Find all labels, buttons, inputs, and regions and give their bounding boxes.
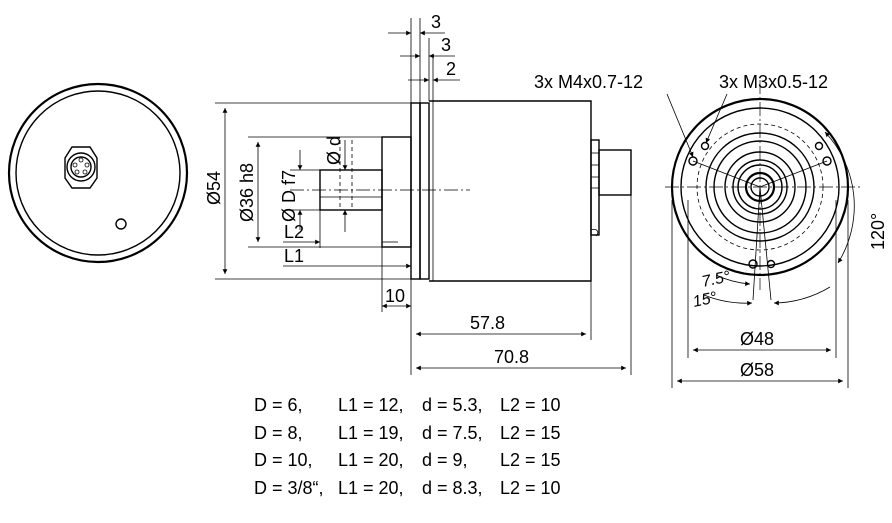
cell-L2: L2 = 10 xyxy=(500,477,561,498)
cell-L1: L1 = 20, xyxy=(338,477,404,498)
side-view-dimensions xyxy=(215,18,632,375)
side-view xyxy=(290,100,632,282)
indicator-hole xyxy=(115,218,127,230)
dia-48: Ø48 xyxy=(740,329,774,349)
dia-54: Ø54 xyxy=(204,171,224,205)
cell-L1: L1 = 12, xyxy=(338,395,404,416)
angle-7-5: 7.5° xyxy=(700,268,732,291)
table-row: D = 10, L1 = 20, d = 9, L2 = 15 xyxy=(254,447,594,475)
cell-d: d = 7.5, xyxy=(422,422,483,443)
cell-D: D = 3/8“, xyxy=(254,477,324,498)
angle-15: 15° xyxy=(691,289,719,311)
cell-D: D = 6, xyxy=(254,395,303,416)
table-row: D = 6, L1 = 12, d = 5.3, L2 = 10 xyxy=(254,392,594,420)
cell-d: d = 8.3, xyxy=(422,477,483,498)
front-view xyxy=(665,80,860,301)
dim-10: 10 xyxy=(385,286,405,306)
cell-D: D = 10, xyxy=(254,450,313,471)
cell-L1: L1 = 20, xyxy=(338,450,404,471)
dim-57-8: 57.8 xyxy=(470,313,505,333)
dim-2: 2 xyxy=(446,59,456,79)
cell-D: D = 8, xyxy=(254,422,303,443)
cell-d: d = 5.3, xyxy=(422,395,483,416)
dim-3-mid: 3 xyxy=(441,35,451,55)
label-L1: L1 xyxy=(284,246,304,266)
cell-L1: L1 = 19, xyxy=(338,422,404,443)
connector-icon xyxy=(64,146,98,189)
cell-d: d = 9, xyxy=(422,450,468,471)
dia-D: Ø D f7 xyxy=(279,170,299,222)
dim-70-8: 70.8 xyxy=(494,347,529,367)
dia-d: Ø d xyxy=(324,136,344,165)
thread-m4-label: 3x M4x0.7-12 xyxy=(534,72,643,92)
table-row: D = 3/8“, L1 = 20, d = 8.3, L2 = 10 xyxy=(254,475,594,503)
dia-58: Ø58 xyxy=(740,360,774,380)
dim-3-top: 3 xyxy=(431,12,441,32)
side-view-labels: 3 3 2 Ø54 Ø36 h8 Ø D f7 Ø d L2 L1 10 57.… xyxy=(204,12,529,367)
dia-36: Ø36 h8 xyxy=(237,163,257,222)
thread-m3-label: 3x M3x0.5-12 xyxy=(719,72,828,92)
parameter-table: D = 6, L1 = 12, d = 5.3, L2 = 10 D = 8, … xyxy=(254,392,594,502)
cell-L2: L2 = 10 xyxy=(500,395,561,416)
label-L2: L2 xyxy=(284,222,304,242)
front-view-dimensions xyxy=(666,93,855,388)
table-row: D = 8, L1 = 19, d = 7.5, L2 = 15 xyxy=(254,420,594,448)
angle-120: 120° xyxy=(868,213,888,250)
rear-view xyxy=(7,82,189,264)
cell-L2: L2 = 15 xyxy=(500,450,561,471)
cell-L2: L2 = 15 xyxy=(500,422,561,443)
front-view-labels: 3x M4x0.7-12 3x M3x0.5-12 120° 7.5° 15° … xyxy=(534,72,888,380)
